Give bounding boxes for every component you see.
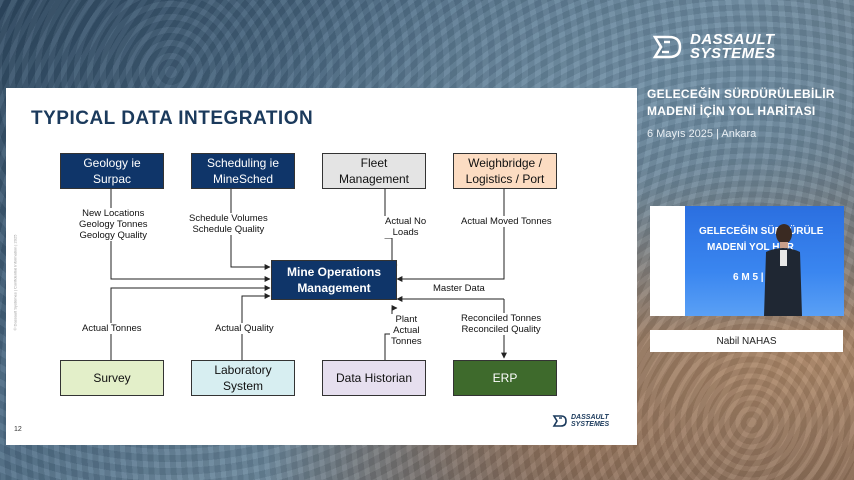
survey-connector <box>110 285 271 360</box>
diagram-connectors <box>110 189 507 360</box>
scheduling-box-line1: Scheduling ie <box>206 156 280 170</box>
scheduling-box: Scheduling ie MineSched <box>191 153 295 189</box>
geology-flow-line1: New Locations <box>82 208 145 219</box>
survey-box: Survey <box>60 360 164 396</box>
laboratory-box-line2: System <box>222 379 263 393</box>
plant-flow-label: Plant Actual Tonnes <box>390 314 423 347</box>
geology-box: Geology ie Surpac <box>60 153 164 189</box>
erp-box: ERP <box>453 360 557 396</box>
erp-flow-label: Reconciled Tonnes Reconciled Quality <box>460 313 543 335</box>
event-title: GELECEĞİN SÜRDÜRÜLEBİLİR MADENİ İÇİN YOL… <box>647 86 847 120</box>
stage-screen: GELECEĞİN SÜRDÜRÜLE MADENİ YOL HAR 6 M 5… <box>685 206 844 316</box>
data-historian-label: Data Historian <box>335 371 413 385</box>
plant-flow-line2: Actual <box>393 325 420 336</box>
event-title-line1: GELECEĞİN SÜRDÜRÜLEBİLİR <box>647 87 835 101</box>
geology-flow-line3: Geology Quality <box>79 230 148 241</box>
ds-logo-icon <box>552 415 567 427</box>
fleet-flow-line1: Actual No <box>385 216 427 227</box>
presentation-slide: TYPICAL DATA INTEGRATION © Dassault Syst… <box>6 88 637 445</box>
ds-brand-icon <box>652 35 682 59</box>
speaker-name-bar: Nabil NAHAS <box>650 330 843 352</box>
erp-flow-line1: Reconciled Tonnes <box>461 313 542 324</box>
weighbridge-flow-label: Actual Moved Tonnes <box>460 216 553 227</box>
stage-screen-line3: 6 M 5 | Ankar <box>733 272 795 283</box>
slide-logo: DASSAULT SYSTEMES <box>552 413 609 429</box>
survey-flow-label: Actual Tonnes <box>81 323 143 334</box>
survey-box-label: Survey <box>93 371 131 385</box>
speaker-name: Nabil NAHAS <box>716 335 777 347</box>
event-date: 6 Mayıs 2025 | Ankara <box>647 128 757 140</box>
mine-operations-line2: Management <box>297 281 371 295</box>
fleet-flow-label: Actual No Loads <box>384 216 428 238</box>
slide-logo-text: DASSAULT SYSTEMES <box>571 414 609 428</box>
fleet-box-line2: Management <box>338 172 410 186</box>
scheduling-box-line2: MineSched <box>212 172 274 186</box>
erp-label: ERP <box>492 371 518 385</box>
erp-flow-line2: Reconciled Quality <box>461 324 541 335</box>
mine-operations-box: Mine Operations Management <box>271 260 397 300</box>
brand-logo-text: DASSAULT SYSTEMES <box>690 31 776 62</box>
laboratory-box: Laboratory System <box>191 360 295 396</box>
geology-box-line2: Surpac <box>92 172 132 186</box>
geology-flow-line2: Geology Tonnes <box>79 219 148 230</box>
lab-flow-label: Actual Quality <box>214 323 275 334</box>
plant-flow-line1: Plant <box>395 314 418 325</box>
lab-connector <box>241 293 271 360</box>
slide-logo-line2: SYSTEMES <box>571 421 610 428</box>
stage-screen-line1: GELECEĞİN SÜRDÜRÜLE <box>699 226 824 237</box>
brand-line1: DASSAULT <box>690 31 775 48</box>
fleet-flow-line2: Loads <box>392 227 419 238</box>
weighbridge-box: Weighbridge / Logistics / Port <box>453 153 557 189</box>
slide-logo-line1: DASSAULT <box>571 414 609 421</box>
speaker-figure <box>764 224 802 316</box>
geology-flow-label: New Locations Geology Tonnes Geology Qua… <box>78 208 149 241</box>
event-title-line2: MADENİ İÇİN YOL HARİTASI <box>647 104 816 118</box>
weighbridge-box-line1: Weighbridge / <box>468 156 542 170</box>
plant-flow-line3: Tonnes <box>391 336 422 347</box>
fleet-box-line1: Fleet <box>360 156 388 170</box>
weighbridge-box-line2: Logistics / Port <box>465 172 545 186</box>
mine-operations-line1: Mine Operations <box>286 265 381 279</box>
master-data-label: Master Data <box>432 283 486 294</box>
schedule-flow-label: Schedule Volumes Schedule Quality <box>188 213 269 235</box>
brand-logo: DASSAULT SYSTEMES <box>652 32 776 62</box>
laboratory-box-line1: Laboratory <box>214 363 272 377</box>
fleet-box: Fleet Management <box>322 153 426 189</box>
stage-screen-line2: MADENİ YOL HAR <box>707 242 794 253</box>
schedule-flow-line1: Schedule Volumes <box>189 213 268 224</box>
slide-title: TYPICAL DATA INTEGRATION <box>31 108 314 129</box>
geology-box-line1: Geology ie <box>83 156 141 170</box>
page-number: 12 <box>14 426 22 433</box>
data-historian-box: Data Historian <box>322 360 426 396</box>
brand-line2: SYSTEMES <box>690 45 776 62</box>
speaker-video: GELECEĞİN SÜRDÜRÜLE MADENİ YOL HAR 6 M 5… <box>650 206 844 316</box>
schedule-flow-line2: Schedule Quality <box>192 224 265 235</box>
